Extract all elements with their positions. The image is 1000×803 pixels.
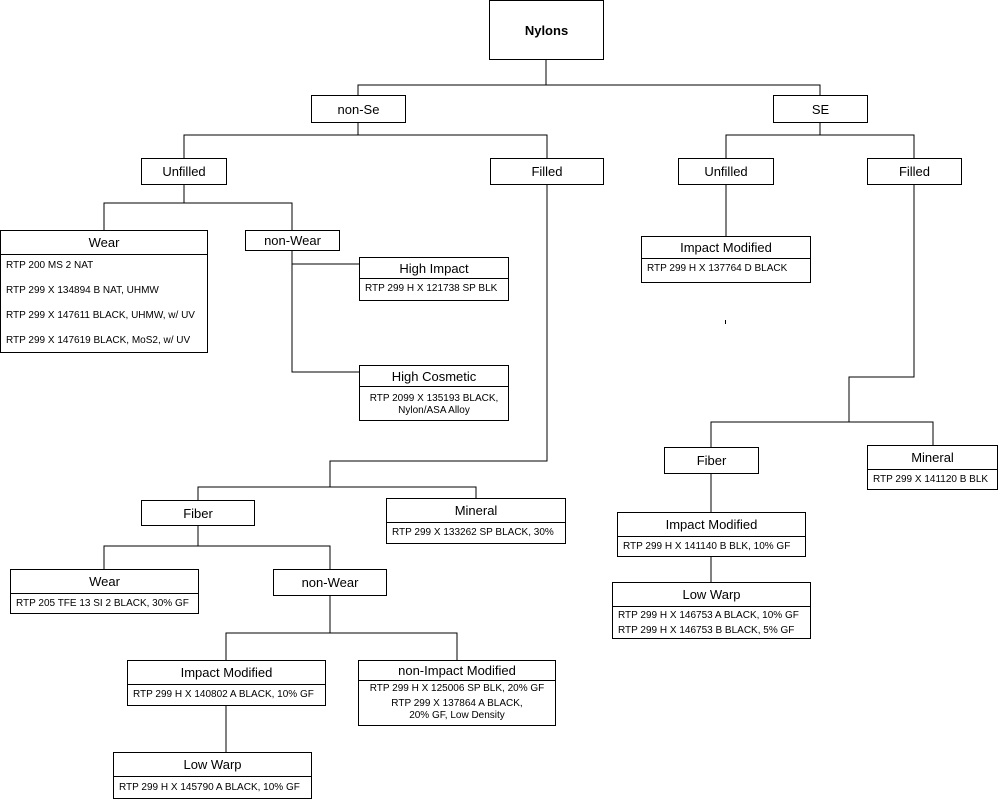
node-label: Fiber <box>696 453 727 468</box>
table-row: RTP 299 H X 137764 D BLACK <box>647 263 788 274</box>
table-nse-mineral: Mineral RTP 299 X 133262 SP BLACK, 30% <box>386 498 566 544</box>
node-label: non-Wear <box>301 575 359 590</box>
node-non-wear: non-Wear <box>245 230 340 251</box>
table-title: Impact Modified <box>128 661 325 685</box>
connector <box>710 185 915 447</box>
node-se-unfilled: Unfilled <box>678 158 774 185</box>
node-label: non-Wear <box>264 233 321 248</box>
table-fiber-wear: Wear RTP 205 TFE 13 SI 2 BLACK, 30% GF <box>10 569 199 614</box>
connector <box>103 526 199 569</box>
table-row: RTP 299 H X 141140 B BLK, 10% GF <box>623 541 791 552</box>
table-title: non-Impact Modified <box>359 661 555 681</box>
table-title: Wear <box>1 231 207 255</box>
connector <box>357 60 547 95</box>
table-se-low-warp: Low Warp RTP 299 H X 146753 A BLACK, 10%… <box>612 582 811 639</box>
connector <box>103 185 185 230</box>
table-row: RTP 299 X 147619 BLACK, MoS2, w/ UV <box>6 335 191 346</box>
table-row: RTP 299 X 133262 SP BLACK, 30% <box>392 527 554 538</box>
table-title: High Impact <box>360 258 508 279</box>
table-row: RTP 299 H X 125006 SP BLK, 20% GF <box>369 683 545 694</box>
table-row: RTP 205 TFE 13 SI 2 BLACK, 30% GF <box>16 598 189 609</box>
node-label: Nylons <box>524 22 569 38</box>
connector <box>198 545 331 569</box>
table-row: RTP 299 H X 121738 SP BLK <box>365 283 498 294</box>
table-row: RTP 299 X 147611 BLACK, UHMW, w/ UV <box>6 310 195 321</box>
table-row: RTP 299 H X 140802 A BLACK, 10% GF <box>133 689 314 700</box>
node-se-filled: Filled <box>867 158 962 185</box>
table-title: Impact Modified <box>618 513 805 537</box>
table-title: Wear <box>11 570 198 594</box>
connector <box>183 122 359 158</box>
node-label: Filled <box>531 164 563 179</box>
connector <box>197 486 330 500</box>
table-row: RTP 299 X 134894 B NAT, UHMW <box>6 285 159 296</box>
node-label: Fiber <box>183 505 213 521</box>
node-nse-fiber: Fiber <box>141 500 255 526</box>
table-wear: Wear RTP 200 MS 2 NAT RTP 299 X 134894 B… <box>0 230 208 353</box>
node-non-se: non-Se <box>311 95 406 123</box>
connector <box>358 134 548 158</box>
node-label: Filled <box>898 164 931 179</box>
connector <box>184 202 293 230</box>
table-title: Low Warp <box>613 583 810 607</box>
connector <box>330 486 477 498</box>
table-se-unfilled-impact-modified: Impact Modified RTP 299 H X 137764 D BLA… <box>641 236 811 283</box>
connector <box>820 134 915 158</box>
table-row: Nylon/ASA Alloy <box>398 405 470 416</box>
table-row: 20% GF, Low Density <box>409 710 505 721</box>
connector <box>291 251 359 373</box>
node-fiber-non-wear: non-Wear <box>273 569 387 596</box>
node-label: non-Se <box>337 101 380 117</box>
table-se-mineral: Mineral RTP 299 X 141120 B BLK <box>867 445 998 490</box>
connector <box>329 185 548 487</box>
table-row: RTP 299 X 137864 A BLACK, <box>391 698 523 709</box>
node-nse-unfilled: Unfilled <box>141 158 227 185</box>
connector <box>225 596 331 660</box>
connector <box>330 632 458 660</box>
node-se-fiber: Fiber <box>664 447 759 474</box>
table-high-cosmetic: High Cosmetic RTP 2099 X 135193 BLACK, N… <box>359 365 509 421</box>
table-nse-non-impact-modified: non-Impact Modified RTP 299 H X 125006 S… <box>358 660 556 726</box>
table-row: RTP 200 MS 2 NAT <box>6 260 94 271</box>
table-title: High Cosmetic <box>360 366 508 387</box>
table-row: RTP 2099 X 135193 BLACK, <box>369 393 499 404</box>
node-label: Unfilled <box>162 164 206 179</box>
table-title: Impact Modified <box>642 237 810 259</box>
stray-mark <box>725 320 726 324</box>
table-high-impact: High Impact RTP 299 H X 121738 SP BLK <box>359 257 509 301</box>
connector <box>849 421 934 445</box>
table-row: RTP 299 H X 146753 A BLACK, 10% GF <box>618 610 799 621</box>
node-nse-filled: Filled <box>490 158 604 185</box>
connector <box>546 84 821 95</box>
table-nse-impact-modified: Impact Modified RTP 299 H X 140802 A BLA… <box>127 660 326 706</box>
node-label: SE <box>811 101 830 117</box>
node-se: SE <box>773 95 868 123</box>
table-se-fiber-impact-modified: Impact Modified RTP 299 H X 141140 B BLK… <box>617 512 806 557</box>
table-title: Mineral <box>868 446 997 470</box>
table-row: RTP 299 H X 145790 A BLACK, 10% GF <box>119 782 300 793</box>
root-node: Nylons <box>489 0 604 60</box>
table-nse-low-warp: Low Warp RTP 299 H X 145790 A BLACK, 10%… <box>113 752 312 799</box>
table-title: Mineral <box>387 499 565 523</box>
table-row: RTP 299 H X 146753 B BLACK, 5% GF <box>618 625 795 636</box>
table-title: Low Warp <box>114 753 311 777</box>
table-row: RTP 299 X 141120 B BLK <box>873 474 989 485</box>
node-label: Unfilled <box>704 164 748 179</box>
connector <box>725 122 821 158</box>
